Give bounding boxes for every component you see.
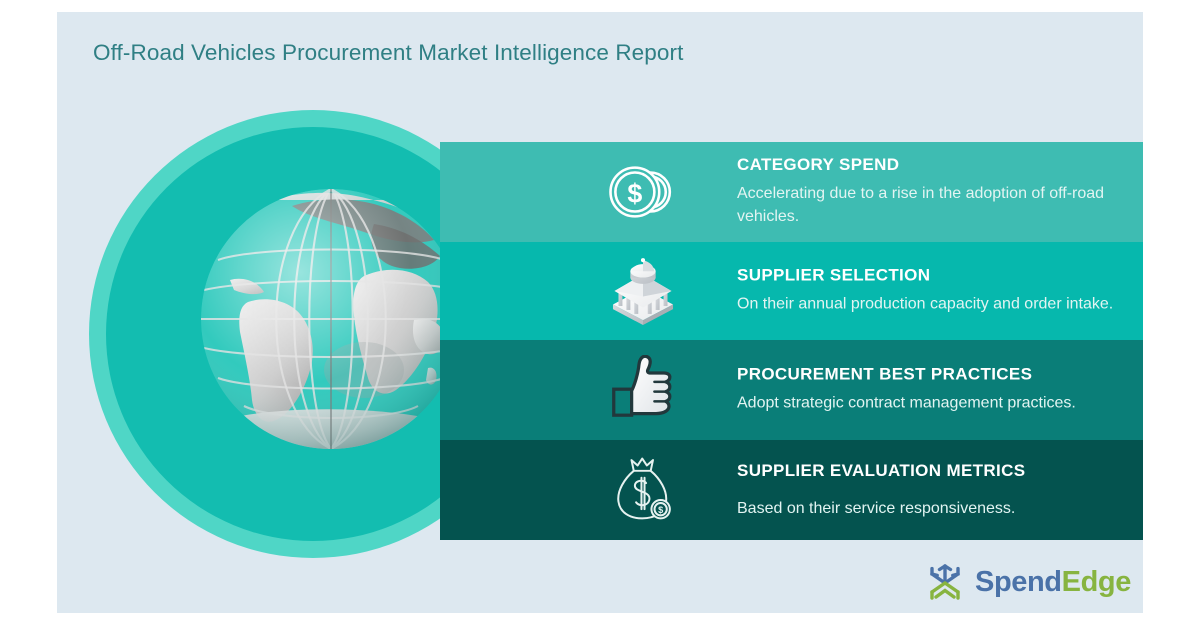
info-band-category-spend[interactable]: $ CATEGORY SPEND Accelerating due to a r… xyxy=(440,142,1143,242)
tri-arrow-logo-icon xyxy=(930,563,960,600)
band-body: On their annual production capacity and … xyxy=(737,295,1114,313)
band-body: Adopt strategic contract management prac… xyxy=(737,394,1076,412)
page-title: Off-Road Vehicles Procurement Market Int… xyxy=(93,40,684,65)
band-body: Based on their service responsiveness. xyxy=(737,499,1016,517)
spendedge-logo[interactable]: SpendEdge xyxy=(925,560,1132,604)
band-body: Accelerating due to a rise in the adopti… xyxy=(737,184,1105,225)
coins-dollar-icon: $ xyxy=(595,149,691,235)
bank-building-icon xyxy=(595,248,691,334)
band-heading: SUPPLIER EVALUATION METRICS xyxy=(737,461,1026,481)
svg-text:$: $ xyxy=(658,505,663,515)
thumbs-up-icon xyxy=(595,347,691,433)
infographic-panel: Off-Road Vehicles Procurement Market Int… xyxy=(57,12,1143,613)
svg-text:$: $ xyxy=(627,179,642,209)
logo-word-spend: Spend xyxy=(975,565,1062,598)
info-band-procurement-best-practices[interactable]: PROCUREMENT BEST PRACTICES Adopt strateg… xyxy=(440,340,1143,440)
band-text-block: CATEGORY SPEND Accelerating due to a ris… xyxy=(737,154,1123,228)
globe-3d-icon xyxy=(201,189,461,449)
band-heading: CATEGORY SPEND xyxy=(737,154,900,174)
logo-word-edge: Edge xyxy=(1061,565,1132,598)
band-heading: SUPPLIER SELECTION xyxy=(737,265,931,285)
band-heading: PROCUREMENT BEST PRACTICES xyxy=(737,364,1033,384)
money-bag-icon: $ xyxy=(595,447,691,533)
band-text-block: SUPPLIER SELECTION On their annual produ… xyxy=(737,265,1123,316)
band-text-block: PROCUREMENT BEST PRACTICES Adopt strateg… xyxy=(737,364,1123,415)
info-band-supplier-selection[interactable]: SUPPLIER SELECTION On their annual produ… xyxy=(440,242,1143,340)
logo-wordmark: SpendEdge xyxy=(975,565,1132,598)
band-text-block: SUPPLIER EVALUATION METRICS Based on the… xyxy=(737,460,1123,520)
info-band-supplier-evaluation-metrics[interactable]: $ SUPPLIER EVALUATION METRICS Based on t… xyxy=(440,440,1143,540)
